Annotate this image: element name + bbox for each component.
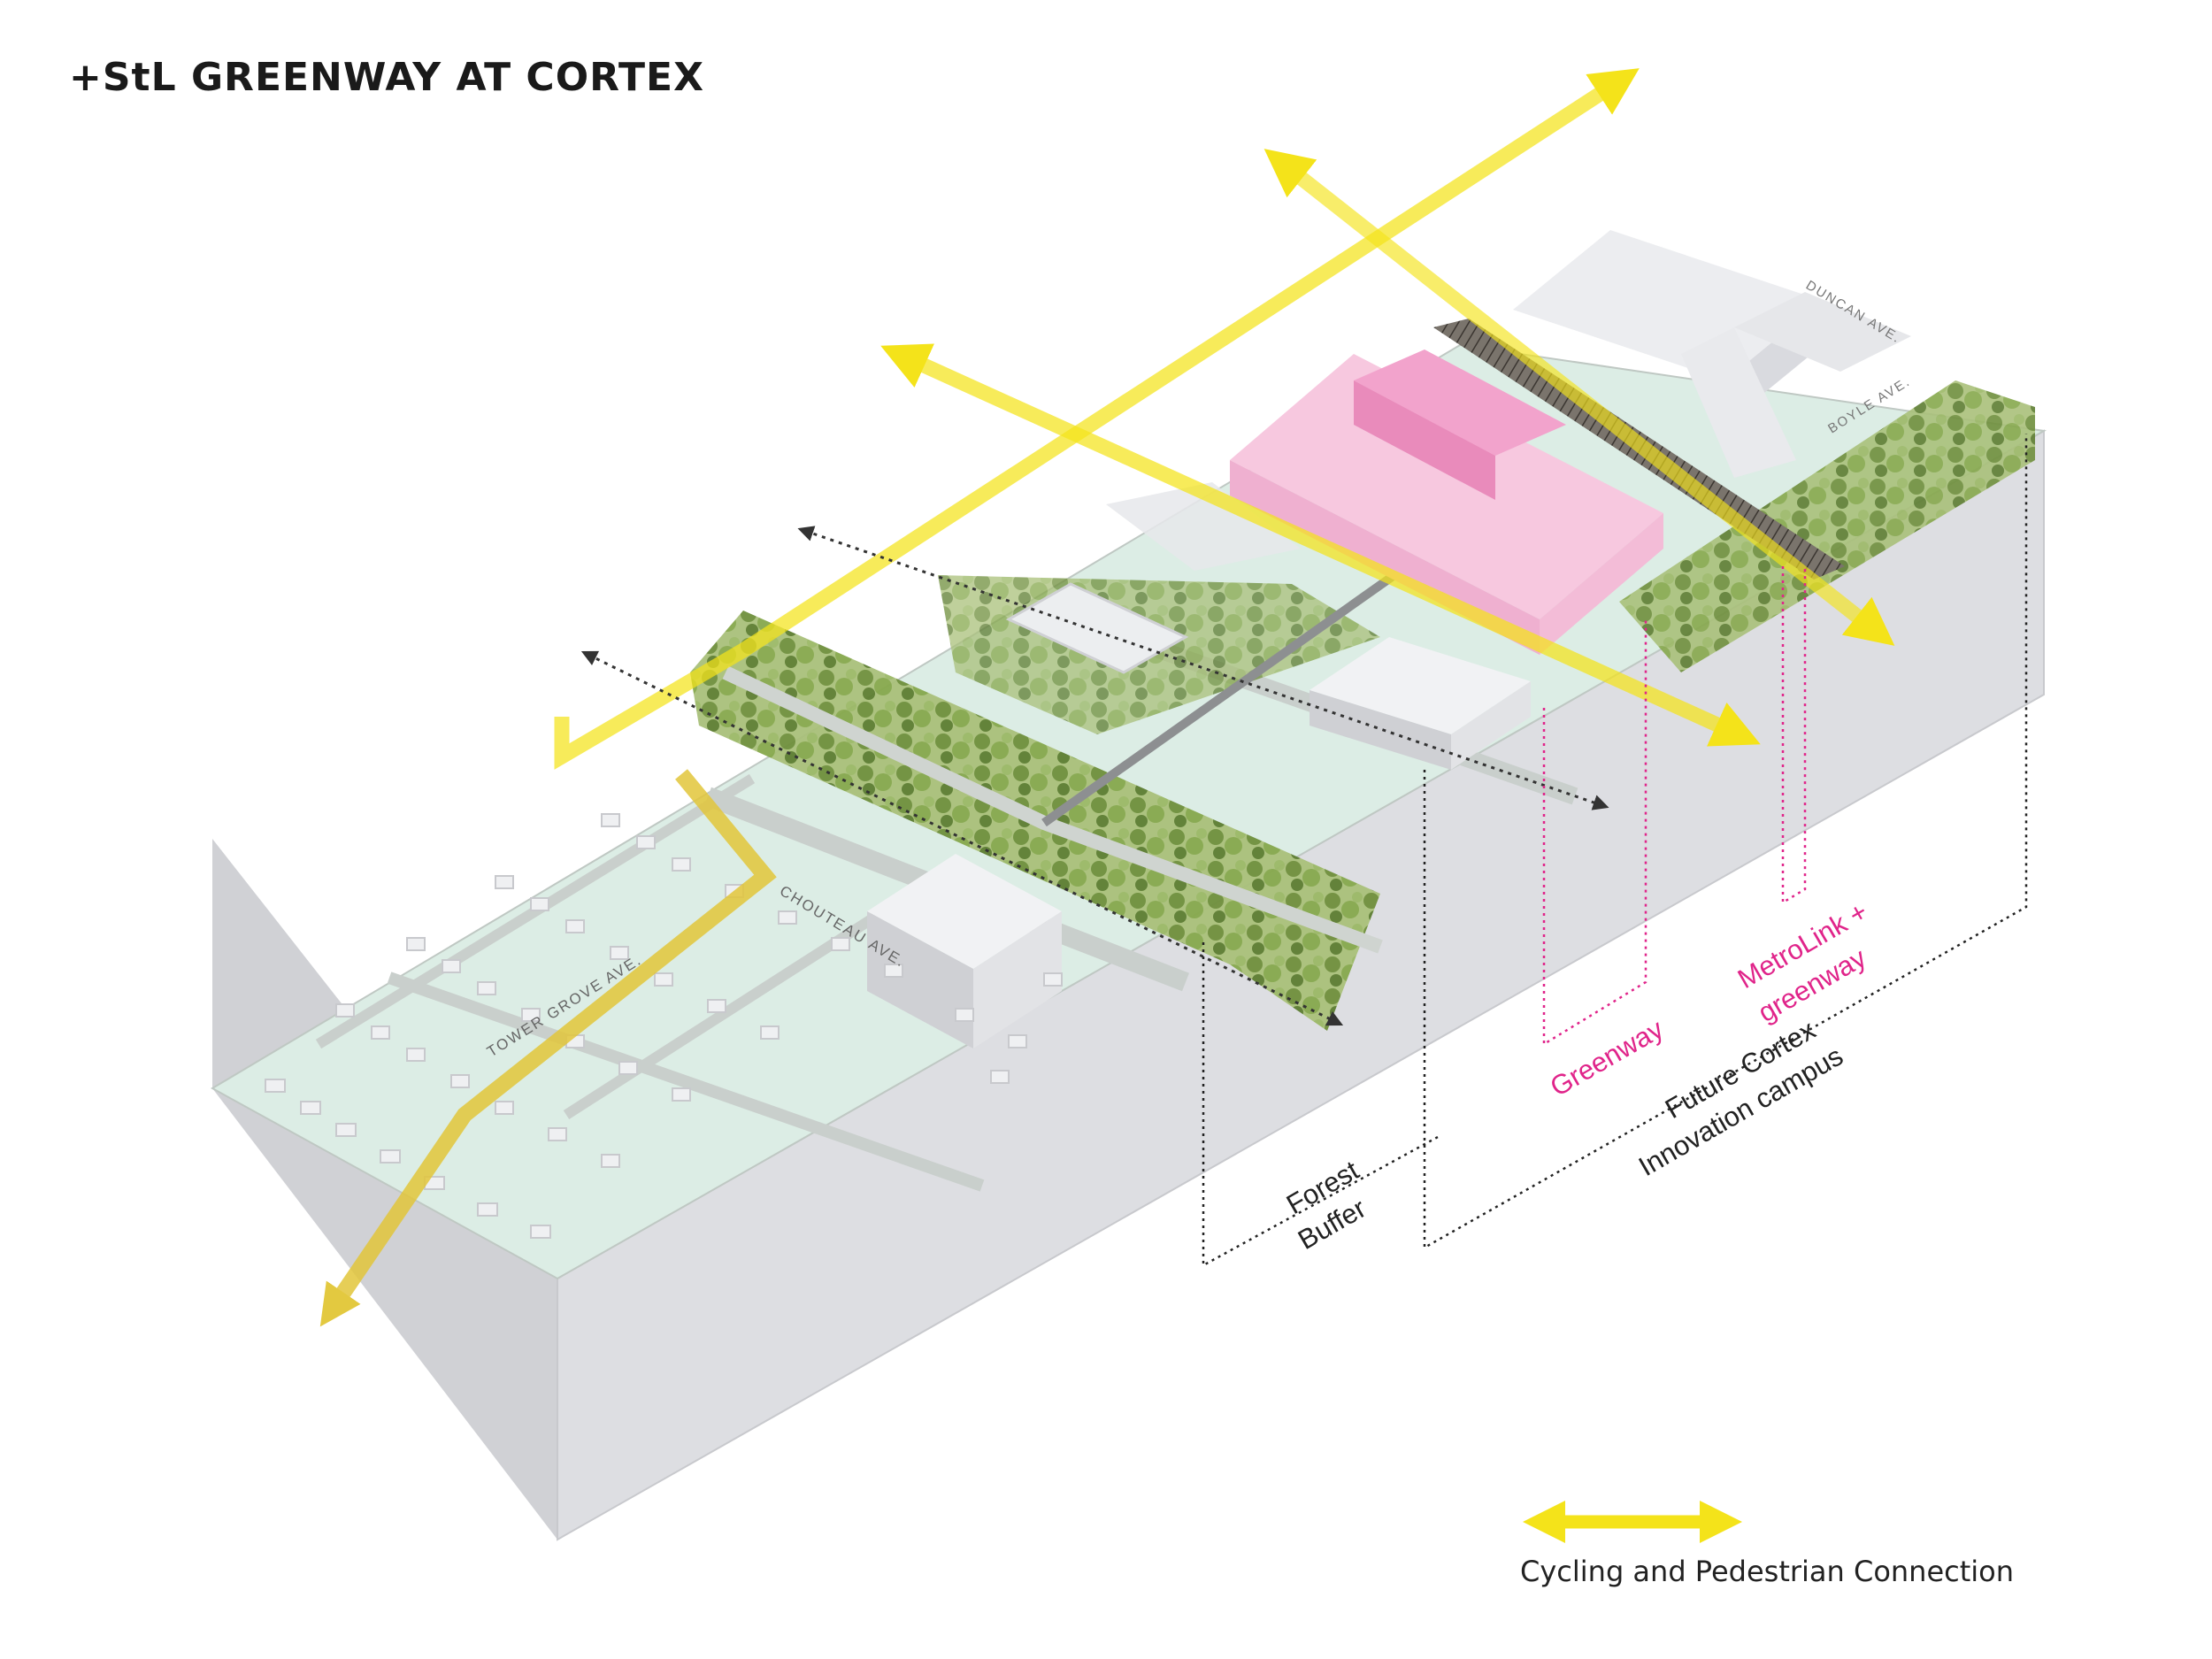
view-arrows (580, 526, 1609, 1026)
block-front-face (212, 839, 557, 1540)
legend-label: Cycling and Pedestrian Connection (1520, 1555, 2014, 1588)
label-greenway: Greenway (1545, 1013, 1669, 1102)
connection-north-arrow (1263, 149, 1895, 646)
annotation-brackets (1202, 434, 2028, 1268)
page-title: +StL GREENWAY AT CORTEX (69, 55, 705, 100)
legend: Cycling and Pedestrian Connection (1520, 1500, 2014, 1588)
